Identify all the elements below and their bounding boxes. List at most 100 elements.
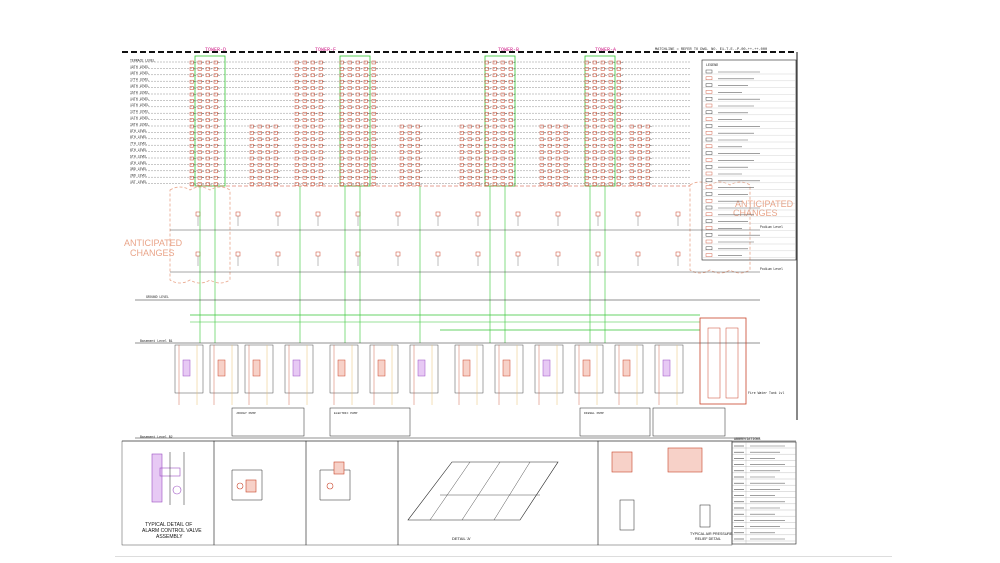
- distribution-mains: [135, 185, 760, 439]
- podium-valve: [595, 251, 601, 257]
- valve-symbol: [347, 99, 352, 103]
- valve-symbol: [273, 169, 278, 174]
- valve-symbol: [500, 73, 505, 78]
- tower-label-f: TOWER-F: [315, 47, 336, 53]
- pump-body: [662, 359, 671, 377]
- valve-symbol: [257, 124, 262, 129]
- valve-symbol: [484, 175, 489, 180]
- pump-body: [622, 359, 631, 377]
- valve-symbol: [645, 163, 650, 167]
- valve-symbol: [205, 163, 210, 167]
- valve-symbol: [629, 163, 634, 167]
- valve-symbol: [355, 99, 360, 103]
- valve-symbol: [318, 143, 323, 148]
- matchline-note: MATCHLINE = REFER TO DWG. NO. E1-T.E.-P-…: [655, 48, 767, 52]
- valve-symbol: [273, 175, 278, 180]
- valve-symbol: [539, 143, 544, 148]
- valve-symbol: [407, 124, 412, 129]
- legend-symbol: [705, 103, 713, 108]
- valve-symbol: [302, 111, 307, 116]
- legend-symbol: [705, 185, 713, 189]
- valve-symbol: [600, 169, 605, 174]
- valve-symbol: [629, 137, 634, 142]
- valve-symbol: [563, 150, 568, 154]
- valve-symbol: [547, 137, 552, 142]
- valve-symbol: [205, 182, 210, 186]
- valve-symbol: [539, 182, 544, 186]
- valve-symbol: [294, 156, 299, 161]
- valve-symbol: [205, 175, 210, 180]
- valve-symbol: [189, 124, 194, 129]
- valve-symbol: [415, 131, 420, 135]
- podium-valve: [555, 251, 561, 257]
- valve-symbol: [339, 169, 344, 174]
- legend-symbol: [705, 151, 713, 155]
- valve-symbol: [310, 60, 315, 65]
- detail-a-title: DETAIL 'A': [452, 536, 471, 541]
- valve-symbol: [355, 143, 360, 148]
- valve-symbol: [508, 143, 513, 148]
- level-label: 13TH LEVEL: [130, 103, 149, 107]
- valve-symbol: [371, 156, 376, 161]
- page-bottom-rule: [115, 556, 892, 557]
- valve-symbol: [616, 131, 621, 135]
- valve-symbol: [205, 150, 210, 154]
- valve-symbol: [508, 137, 513, 142]
- valve-symbol: [484, 67, 489, 71]
- valve-symbol: [467, 124, 472, 129]
- valve-symbol: [584, 137, 589, 142]
- valve-symbol: [318, 99, 323, 103]
- valve-symbol: [492, 73, 497, 78]
- valve-symbol: [484, 92, 489, 97]
- valve-symbol: [508, 86, 513, 90]
- valve-symbol: [363, 111, 368, 116]
- valve-symbol: [318, 137, 323, 142]
- valve-symbol: [600, 124, 605, 129]
- valve-symbol: [189, 163, 194, 167]
- small-detail-2: [231, 469, 263, 501]
- valve-symbol: [608, 111, 613, 116]
- valve-symbol: [592, 99, 597, 103]
- valve-symbol: [608, 67, 613, 71]
- valve-symbol: [339, 111, 344, 116]
- valve-symbol: [415, 163, 420, 167]
- valve-symbol: [294, 86, 299, 90]
- legend-symbol: [705, 96, 713, 101]
- valve-symbol: [508, 182, 513, 186]
- valve-symbol: [600, 150, 605, 154]
- valve-symbol: [302, 182, 307, 186]
- valve-symbol: [294, 124, 299, 129]
- valve-symbol: [539, 150, 544, 154]
- valve-symbol: [415, 182, 420, 186]
- valve-symbol: [492, 137, 497, 142]
- valve-symbol: [205, 131, 210, 135]
- legend-symbol: [705, 69, 713, 74]
- level-label: 11TH LEVEL: [130, 116, 149, 120]
- valve-symbol: [213, 182, 218, 186]
- valve-symbol: [265, 131, 270, 135]
- valve-symbol: [249, 169, 254, 174]
- valve-symbol: [197, 105, 202, 110]
- valve-symbol: [363, 118, 368, 122]
- pump-body: [377, 359, 386, 377]
- valve-symbol: [347, 73, 352, 78]
- valve-symbol: [608, 79, 613, 84]
- valve-symbol: [592, 79, 597, 84]
- valve-symbol: [355, 86, 360, 90]
- valve-symbol: [555, 163, 560, 167]
- valve-symbol: [508, 118, 513, 122]
- revision-cloud-left: [169, 186, 231, 284]
- valve-symbol: [459, 124, 464, 129]
- valve-symbol: [584, 60, 589, 65]
- valve-symbol: [492, 143, 497, 148]
- valve-symbol: [555, 143, 560, 148]
- valve-symbol: [294, 175, 299, 180]
- valve-symbol: [205, 137, 210, 142]
- valve-symbol: [363, 67, 368, 71]
- valve-symbol: [249, 150, 254, 154]
- valve-symbol: [318, 73, 323, 78]
- valve-symbol: [294, 60, 299, 65]
- legend-symbol: [705, 178, 713, 183]
- podium-valve: [275, 211, 281, 217]
- level-label: 3RD LEVEL: [130, 167, 147, 171]
